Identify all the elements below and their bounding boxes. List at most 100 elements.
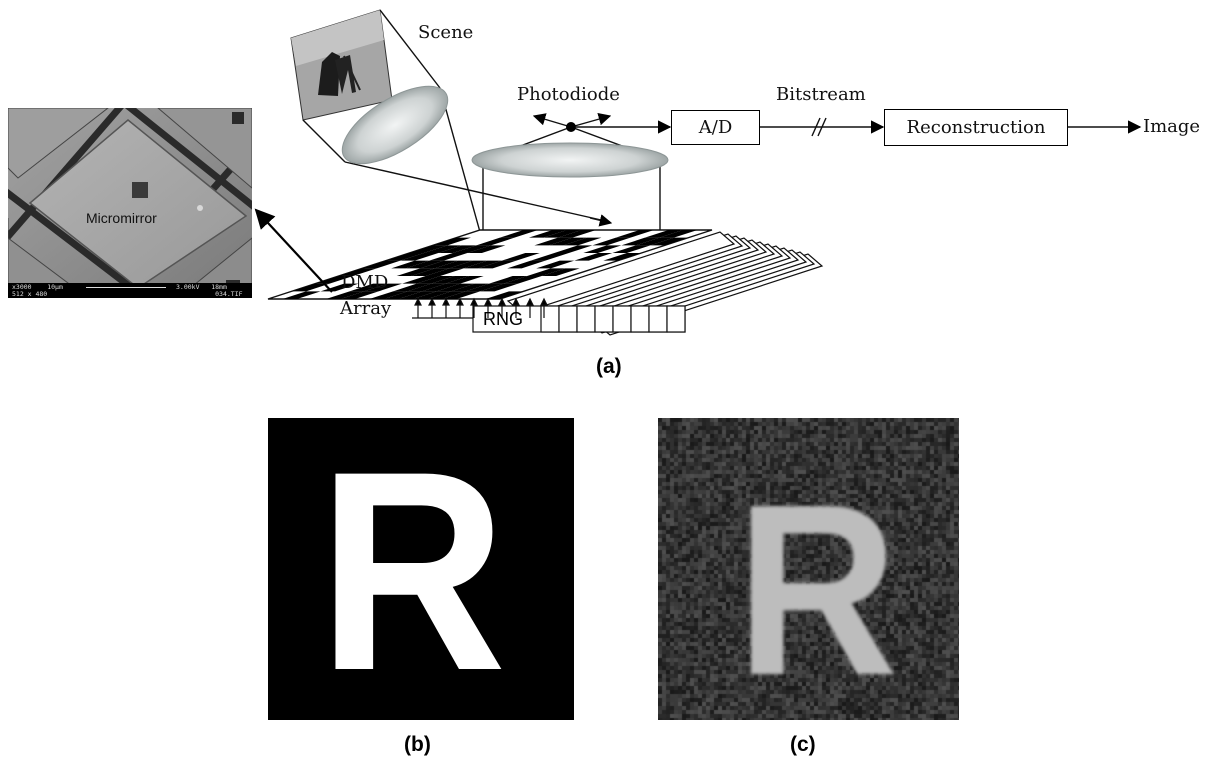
dmd-mirror-cell [536, 260, 575, 269]
dmd-mirror-cell [476, 237, 515, 246]
rng-cell [612, 305, 632, 333]
dmd-mirror-cell [385, 253, 424, 261]
reconstruction-box: Reconstruction [884, 109, 1068, 146]
rng-arrow-head [456, 297, 464, 306]
dmd-mirror-cell [432, 237, 471, 246]
dmd-mirror-cell [398, 291, 437, 299]
dmd-frame-stack [506, 231, 824, 336]
dmd-mirror-cell [364, 283, 403, 292]
dmd-mirror-cell [478, 260, 517, 269]
dmd-mirror-cell [400, 253, 439, 261]
dmd-mirror-cell [407, 283, 446, 292]
dmd-mirror-cell [427, 291, 466, 299]
dmd-mirror-cell [499, 230, 538, 238]
dmd-mirror-cell [438, 245, 477, 253]
scene-lens [341, 85, 449, 165]
dmd-mirror-cell [338, 268, 377, 276]
dmd-mirror-cell [340, 291, 379, 299]
original-r-image: R [268, 418, 574, 720]
scene-photo [290, 9, 393, 121]
dmd-mirror-cell [644, 230, 683, 238]
dmd-mirror-cell [463, 260, 502, 269]
sem-info-left: x3000 10μm 512 x 480 [12, 283, 63, 298]
dmd-mirror-cell [409, 245, 448, 253]
dmd-mirror-cell [528, 230, 567, 238]
dmd-mirror-cell [402, 276, 441, 284]
dmd-mirror-cell [449, 260, 488, 269]
photodiode [532, 113, 612, 132]
photodiode-label: Photodiode [517, 84, 620, 105]
dmd-mirror-cell [635, 237, 674, 246]
scene-label: Scene [418, 22, 474, 43]
dmd-label: DMD [341, 272, 389, 293]
dmd-mirror-cell [396, 268, 435, 276]
noise-texture [658, 418, 959, 720]
dmd-mirror-cell [503, 276, 542, 284]
rng-arrow-head [540, 297, 548, 306]
array-label: Array [340, 298, 392, 319]
sem-scale-bar [86, 287, 166, 288]
rng-cell [666, 305, 686, 333]
dmd-mirror-cell [541, 268, 580, 276]
letter-r-original: R [318, 413, 507, 730]
dmd-mirror-cell [413, 291, 452, 299]
rng-cell [576, 305, 596, 333]
dmd-mirror-cell [384, 291, 423, 299]
rng-arrow-head [428, 297, 436, 306]
dmd-mirror-cell [349, 283, 388, 292]
collecting-lens [471, 142, 669, 178]
reconstructed-r-image: R [658, 418, 959, 720]
image-label: Image [1143, 116, 1201, 137]
dmd-mirror-cell [405, 260, 444, 269]
dmd-mirror-cell [420, 260, 459, 269]
panel-label-b: (b) [404, 733, 431, 756]
dmd-mirror-cell [411, 268, 450, 276]
dmd-mirror-cell [393, 283, 432, 292]
dmd-array [267, 229, 713, 300]
sem-info-bar: x3000 10μm 512 x 480 3.00kV 18mm 034.TIF [8, 283, 252, 298]
dmd-mirror-cell [425, 268, 464, 276]
rng-arrows [412, 297, 548, 319]
dmd-mirror-cell [603, 253, 642, 261]
rng-arrow-head [470, 297, 478, 306]
dmd-mirror-cell [391, 260, 430, 269]
letter-r-reconstructed: R [736, 453, 899, 720]
rng-arrow-head [442, 297, 450, 306]
dmd-mirror-cell [527, 268, 566, 276]
sem-micromirror-image: Micromirror x3000 10μm 512 x 480 3.00kV … [8, 108, 252, 298]
dmd-mirror-cell [480, 283, 519, 292]
dmd-mirror-cell [291, 283, 330, 292]
dmd-mirror-cell [467, 245, 506, 253]
dmd-mirror-cell [485, 291, 524, 299]
dmd-mirror-cell [429, 253, 468, 261]
dmd-mirror-cell [615, 230, 654, 238]
dmd-mirror-cell [436, 283, 475, 292]
rng-cell [558, 305, 578, 333]
rng-cell [630, 305, 650, 333]
ad-converter-box: A/D [671, 110, 760, 145]
dmd-mirror-cell [362, 260, 401, 269]
dmd-mirror-cell [315, 276, 354, 284]
dmd-mirror-cell [554, 245, 593, 253]
dmd-mirror-cell [557, 230, 596, 238]
dmd-mirror-cell [282, 291, 321, 299]
dmd-mirror-cell [442, 291, 481, 299]
dmd-mirror-cell [422, 283, 461, 292]
dmd-mirror-cell [326, 291, 365, 299]
dmd-mirror-cell [574, 253, 613, 261]
micromirror-label: Micromirror [86, 210, 157, 226]
panel-label-c: (c) [790, 733, 816, 756]
dmd-mirror-cell [543, 230, 582, 238]
dmd-mirror-cell [621, 237, 660, 246]
dmd-mirror-cell [489, 276, 528, 284]
rng-arrow-head [414, 297, 422, 306]
dmd-mirror-cell [416, 276, 455, 284]
dmd-mirror-cell [592, 237, 631, 246]
micromirror-grid-picture [8, 108, 252, 298]
dmd-mirror-cell [452, 245, 491, 253]
rng-arrow-head [512, 297, 520, 306]
rng-label: RNG [483, 309, 523, 329]
dmd-mirror-cell [612, 245, 651, 253]
dmd-mirror-cell [369, 291, 408, 299]
dmd-mirror-cell [431, 276, 470, 284]
